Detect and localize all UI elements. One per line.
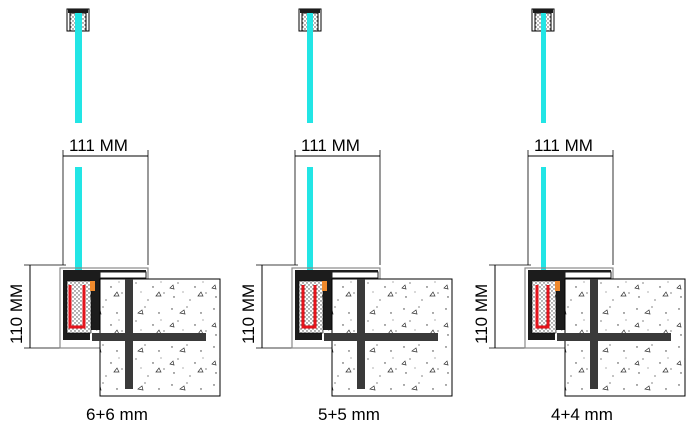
height-dimension: 110 MM bbox=[7, 264, 66, 349]
concrete-slab bbox=[324, 278, 453, 397]
glass-pane-upper bbox=[307, 13, 313, 123]
detail-5-5: 111 MM 110 MM 5+5 mm bbox=[239, 8, 453, 424]
width-dimension: 111 MM bbox=[62, 136, 149, 265]
width-label: 111 MM bbox=[534, 136, 593, 155]
glass-thickness-caption: 6+6 mm bbox=[86, 405, 148, 424]
concrete-slab bbox=[92, 278, 221, 397]
concrete-slab bbox=[557, 278, 686, 397]
glass-pane-upper bbox=[541, 13, 546, 123]
height-dimension: 110 MM bbox=[472, 264, 531, 349]
detail-6-6: 111 MM 110 MM 6+6 mm bbox=[7, 8, 221, 424]
width-dimension: 111 MM bbox=[294, 136, 381, 265]
glass-pane-upper bbox=[75, 13, 82, 123]
width-dimension: 111 MM bbox=[527, 136, 614, 265]
glass-pane-lower bbox=[75, 167, 82, 327]
base-profile bbox=[59, 267, 149, 349]
glass-pane-lower bbox=[541, 167, 546, 327]
glass-thickness-caption: 5+5 mm bbox=[318, 405, 380, 424]
height-dimension: 110 MM bbox=[239, 264, 298, 349]
height-label: 110 MM bbox=[7, 284, 26, 344]
detail-4-4: 111 MM 110 MM 4+4 mm bbox=[472, 8, 686, 424]
glass-thickness-caption: 4+4 mm bbox=[551, 405, 613, 424]
glass-pane-lower bbox=[307, 167, 313, 327]
width-label: 111 MM bbox=[69, 136, 128, 155]
width-label: 111 MM bbox=[301, 136, 360, 155]
height-label: 110 MM bbox=[239, 284, 258, 344]
height-label: 110 MM bbox=[472, 284, 491, 344]
